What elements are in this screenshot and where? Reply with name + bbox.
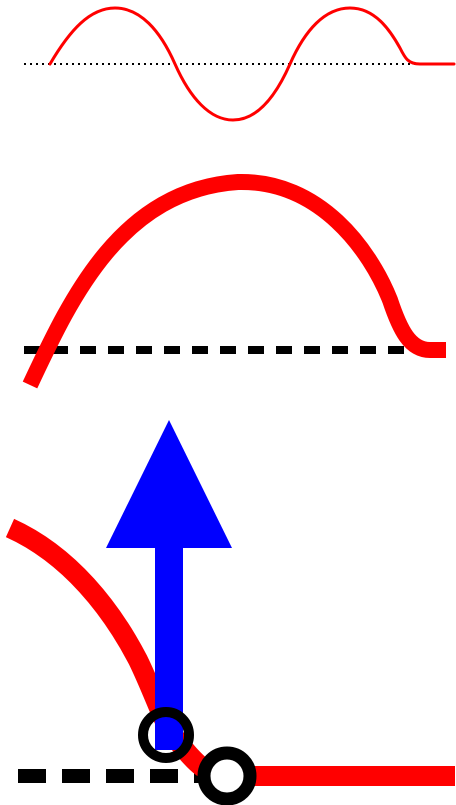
arrow-up-icon (106, 420, 232, 750)
circle-marker-icon (138, 707, 194, 763)
arrow-head (106, 420, 232, 548)
panel-detail-edge (5, 420, 455, 805)
circle-marker-icon-hollow (197, 746, 257, 805)
overview-sine-wave (48, 6, 456, 122)
zoomed-hump-curve (22, 173, 446, 389)
detail-red-curve (5, 518, 455, 786)
panel-zoomed-hump (22, 173, 446, 389)
panel-overview-wave (24, 6, 456, 122)
